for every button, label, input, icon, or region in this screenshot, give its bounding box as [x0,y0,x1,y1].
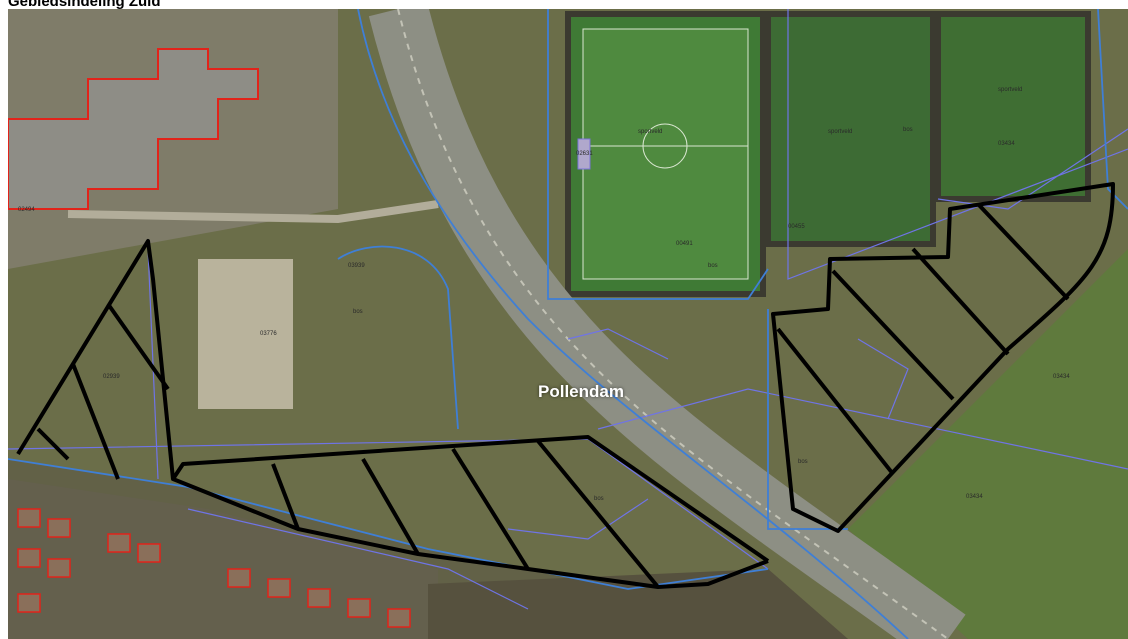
field-label-3: sportveld [998,87,1023,93]
parcel-label-11: bos [353,309,363,315]
parcel-label-10: 00455 [788,224,805,230]
parcel-label-3: 02939 [103,374,120,380]
building-small [577,138,591,170]
water-lines [8,9,1128,639]
parcel-label-13: bos [903,127,913,133]
parcel-label-5: 02494 [18,207,35,213]
zone-east [771,182,1115,533]
sports-field-1-inner [582,28,749,280]
buildings-north-west [8,48,259,210]
parcel-label-4: 03434 [1053,374,1070,380]
sports-field-3 [935,11,1091,202]
place-label-pollendam: Pollendam [538,382,624,401]
field-east [848,249,1128,639]
parcel-label-14: bos [708,263,718,269]
map-canvas [8,9,1128,639]
main-road-center [397,9,949,639]
houses [17,508,411,628]
sports-field-2 [765,11,936,247]
parcel-label-7: 03434 [998,141,1015,147]
footpath-north [67,200,439,224]
parcel-label-6: 02631 [576,151,593,157]
parcel-label-8: 03434 [966,494,983,500]
parcel-label-12: bos [594,496,604,502]
field-label-2: sportveld [828,129,853,135]
parcel-label-9: 00491 [676,241,693,247]
field-label-1: sportveld [638,129,663,135]
zone-west [16,239,770,589]
parcel-label-2: 03776 [260,331,277,337]
lake-south [428,569,848,639]
parcel-label-1: 03939 [348,263,365,269]
page-title: Gebiedsindeling Zuid [8,0,161,10]
parcel-label-15: bos [798,459,808,465]
aerial-map[interactable]: Pollendam sportveld sportveld sportveld … [8,9,1128,639]
sand-yard [198,259,293,409]
